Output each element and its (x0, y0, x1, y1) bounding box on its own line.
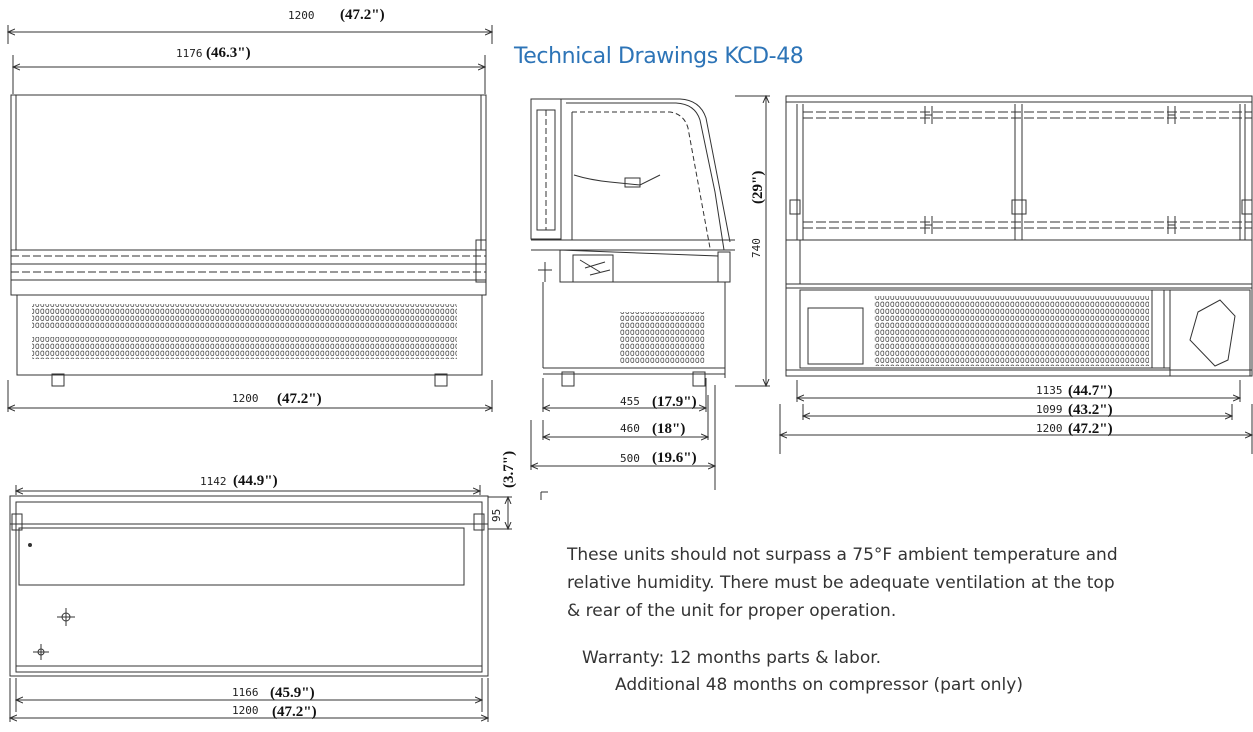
side-460-in: (18") (652, 421, 685, 437)
front-bottom-in: (47.2") (277, 391, 322, 407)
side-500-mm: 500 (620, 452, 640, 465)
top-inner-in: (44.9") (233, 473, 278, 489)
page-title: Technical Drawings KCD-48 (514, 44, 804, 69)
rear-1200-in: (47.2") (1068, 421, 1113, 437)
side-455-mm: 455 (620, 395, 640, 408)
top-depth-mm: 95 (490, 509, 503, 522)
warranty-line-2: Additional 48 months on compressor (part… (615, 675, 1023, 695)
operating-note-line-3: & rear of the unit for proper operation. (567, 601, 897, 621)
warranty-line-1: Warranty: 12 months parts & labor. (582, 648, 882, 668)
top-overall-bottom-mm: 1200 (232, 704, 259, 717)
side-height-in: (29") (750, 171, 766, 204)
top-overall-bottom-in: (47.2") (272, 704, 317, 720)
top-inner-bottom-in: (45.9") (270, 685, 315, 701)
side-500-in: (19.6") (652, 450, 697, 466)
side-view-drawing (531, 96, 770, 500)
operating-note-line-1: These units should not surpass a 75°F am… (567, 545, 1118, 565)
rear-1135-in: (44.7") (1068, 383, 1113, 399)
operating-note-line-2: relative humidity. There must be adequat… (567, 573, 1115, 593)
rear-1200-mm: 1200 (1036, 422, 1063, 435)
front-overall-mm: 1200 (288, 9, 315, 22)
top-inner-mm: 1142 (200, 475, 227, 488)
rear-view-drawing (780, 95, 1252, 454)
front-glass-mm: 1176 (176, 47, 203, 60)
rear-1099-mm: 1099 (1036, 403, 1063, 416)
front-glass-in: (46.3") (206, 45, 251, 61)
top-view-drawing (10, 485, 512, 722)
rear-1099-in: (43.2") (1068, 402, 1113, 418)
side-460-mm: 460 (620, 422, 640, 435)
top-depth-in: (3.7") (501, 451, 517, 488)
front-view-drawing (8, 25, 492, 412)
top-inner-bottom-mm: 1166 (232, 686, 259, 699)
rear-1135-mm: 1135 (1036, 384, 1063, 397)
front-bottom-mm: 1200 (232, 392, 259, 405)
side-455-in: (17.9") (652, 394, 697, 410)
front-overall-in: (47.2") (340, 7, 385, 23)
side-height-mm: 740 (750, 238, 763, 258)
